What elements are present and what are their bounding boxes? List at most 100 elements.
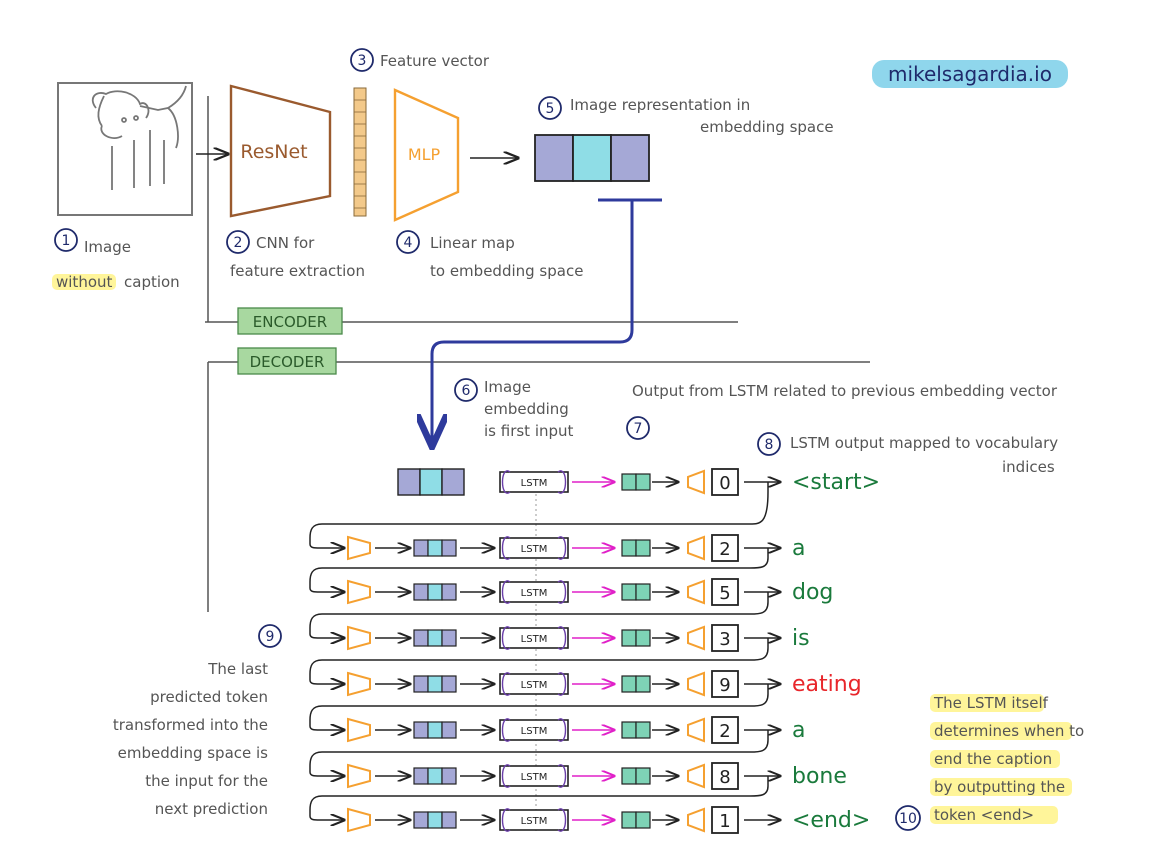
- embed-mini-cell: [441, 767, 457, 785]
- step-number-3: 3: [358, 53, 367, 69]
- lstm-output-cell: [621, 583, 637, 601]
- lstm-recur-left: [501, 764, 511, 788]
- lstm-output-cell: [635, 721, 651, 739]
- input-image: [57, 82, 193, 216]
- embed-mini-cell: [413, 629, 429, 647]
- mlp-mini-icon: [347, 763, 371, 789]
- lstm-recur-left: [501, 808, 511, 832]
- feedback-loop-arrow: [309, 730, 769, 776]
- embed-mini-cell: [413, 583, 429, 601]
- ann-vocab-line2: indices: [1002, 458, 1055, 476]
- step-number-9: 9: [266, 629, 275, 645]
- lstm-recur-left: [501, 470, 511, 494]
- lstm-recur-right: [557, 808, 567, 832]
- lstm-recur-left: [501, 626, 511, 650]
- feedback-loop-arrow: [309, 684, 769, 730]
- lstm-cell: [499, 809, 569, 831]
- token-index-box: [711, 670, 739, 698]
- fc-mini-icon: [687, 717, 705, 743]
- step-badge-7: [626, 416, 650, 440]
- ann-repr-line2: embedding space: [700, 118, 834, 136]
- highlight-without: [52, 274, 116, 290]
- ann-lstm-related: Output from LSTM related to previous emb…: [632, 382, 1058, 400]
- encoder-label: ENCODER: [253, 313, 327, 331]
- token-index: 9: [719, 675, 730, 696]
- feedback-loop-arrow: [309, 592, 769, 638]
- step-number-4: 4: [404, 235, 413, 251]
- ann-last-prediction: The last predicted token transformed int…: [113, 660, 268, 818]
- lstm-recur-left: [501, 672, 511, 696]
- token-index: 2: [719, 539, 730, 560]
- step-badge-9: [258, 624, 282, 648]
- ann-end-note-line: by outputting the: [934, 778, 1065, 796]
- embed-mini-cell: [427, 767, 443, 785]
- ann-vocab-line1: LSTM output mapped to vocabulary: [790, 434, 1058, 452]
- ann-image: Image: [84, 238, 131, 256]
- step-badge-5: [538, 96, 562, 120]
- ann-linear-line1: Linear map: [430, 234, 515, 252]
- ann-last-pred-line: next prediction: [155, 800, 268, 818]
- lstm-output-cell: [635, 539, 651, 557]
- lstm-recur-right: [557, 470, 567, 494]
- embed-mini-cell: [441, 583, 457, 601]
- mlp-trapezoid: [393, 88, 460, 222]
- lstm-label: LSTM: [521, 588, 548, 599]
- embed-mini-cell: [441, 675, 457, 693]
- ann-end-note-line: token <end>: [934, 806, 1034, 824]
- output-word: dog: [792, 580, 833, 605]
- lstm-output-cell: [635, 473, 651, 491]
- step-number-badges: 1 2 3 4 5 6 7 8 9 10: [54, 48, 921, 831]
- fc-mini-icon: [687, 671, 705, 697]
- feature-vector: [353, 87, 367, 217]
- embed-mini-cell: [427, 811, 443, 829]
- lstm-label: LSTM: [521, 634, 548, 645]
- fc-mini-icon: [687, 469, 705, 495]
- step-badge-2: [226, 230, 250, 254]
- lstm-recur-left: [501, 536, 511, 560]
- feedback-loop-arrow: [309, 776, 769, 820]
- lstm-label: LSTM: [521, 726, 548, 737]
- first-embedding-cell: [397, 468, 421, 496]
- step-number-7: 7: [634, 421, 643, 437]
- lstm-cell: [499, 537, 569, 559]
- lstm-output-cell: [621, 811, 637, 829]
- step-number-2: 2: [234, 235, 243, 251]
- lstm-output-cell: [621, 767, 637, 785]
- resnet-trapezoid: [229, 84, 332, 218]
- input-image-frame: [57, 82, 193, 216]
- ann-image-without: without: [56, 273, 113, 291]
- token-index-box: [711, 762, 739, 790]
- step-badge-8: [757, 432, 781, 456]
- token-index-box: [711, 806, 739, 834]
- ann-linear-line2: to embedding space: [430, 262, 583, 280]
- embed-mini-cell: [413, 767, 429, 785]
- lstm-output-cell: [635, 811, 651, 829]
- lstm-output-cell: [635, 629, 651, 647]
- step-badge-1: [54, 228, 78, 252]
- embed-mini-cell: [427, 675, 443, 693]
- lstm-cell: [499, 719, 569, 741]
- lstm-recur-right: [557, 764, 567, 788]
- lstm-recur-left: [501, 580, 511, 604]
- embed-mini-cell: [413, 811, 429, 829]
- output-word: is: [792, 626, 810, 651]
- arrow-embedding-to-decoder: [432, 200, 634, 444]
- feedback-loop-arrow: [309, 548, 769, 592]
- ann-image-caption: caption: [124, 273, 180, 291]
- lstm-recur-left: [501, 718, 511, 742]
- ann-emb-line3: is first input: [484, 422, 574, 440]
- token-index-box: [711, 468, 739, 496]
- watermark-highlight: [872, 60, 1068, 88]
- embed-mini-cell: [413, 675, 429, 693]
- feedback-loop-arrow: [309, 482, 769, 548]
- ann-last-pred-line: The last: [207, 660, 268, 678]
- ann-end-note: The LSTM itself determines when to end t…: [930, 694, 1084, 824]
- lstm-output-cell: [635, 675, 651, 693]
- mlp-mini-icon: [347, 717, 371, 743]
- token-index-box: [711, 534, 739, 562]
